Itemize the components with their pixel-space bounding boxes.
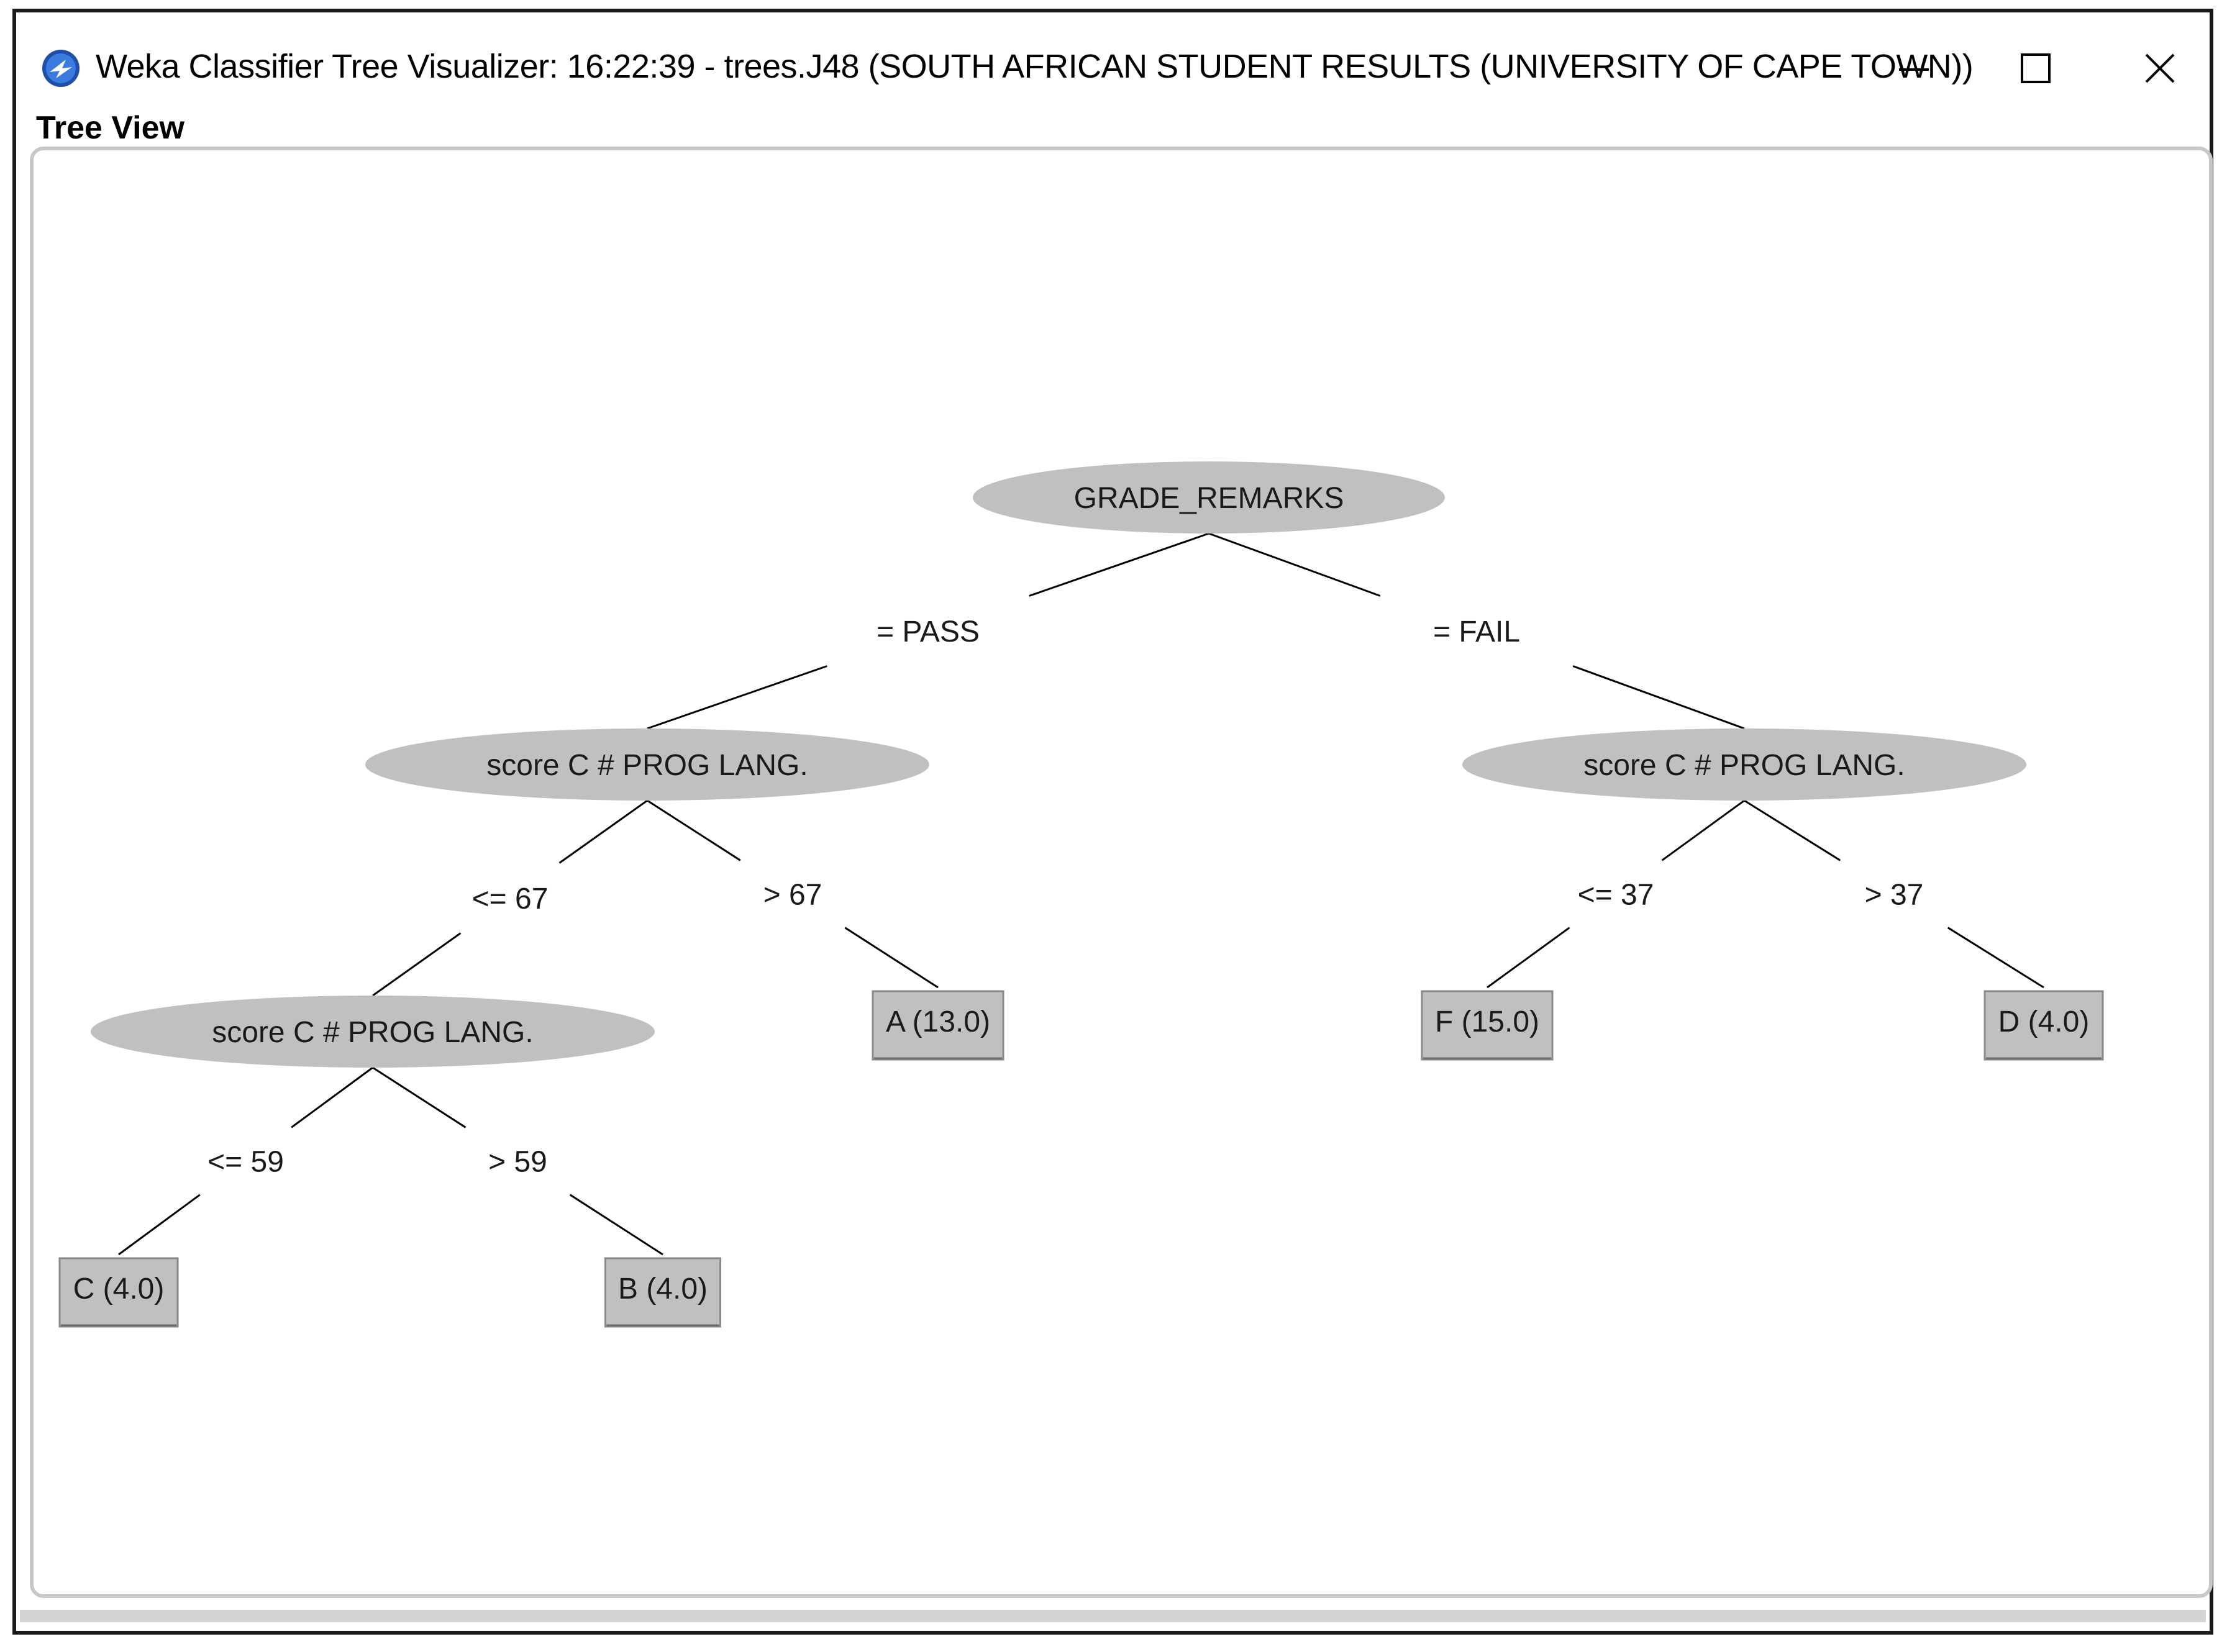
node-label: score C # PROG LANG.	[1583, 749, 1905, 782]
edge-fail-leaf_f: <= 37	[1487, 799, 1745, 989]
edge-label: <= 37	[1578, 879, 1654, 912]
leaf-box	[872, 990, 1004, 1061]
leaf-label: A (13.0)	[886, 1005, 990, 1038]
node-ellipse	[365, 728, 929, 801]
edge-line	[118, 1194, 201, 1256]
split-node-fail[interactable]: score C # PROG LANG.	[1462, 728, 2026, 801]
minimize-icon	[1899, 68, 1929, 71]
leaf-box	[1421, 990, 1554, 1061]
tree-view-panel[interactable]	[30, 147, 2213, 1598]
split-node-pass[interactable]: score C # PROG LANG.	[365, 728, 929, 801]
tree-visualizer-window: Weka Classifier Tree Visualizer: 16:22:3…	[12, 9, 2213, 1635]
maximize-button[interactable]	[2002, 37, 2070, 99]
edge-line	[1661, 799, 1745, 861]
decision-tree[interactable]: = PASS = FAIL <= 67 > 67 <= 37 > 37 <= 59 > 59 G…	[16, 12, 2210, 1631]
weka-app-icon	[42, 50, 80, 87]
edge-line	[1208, 532, 1381, 597]
edge-label: > 59	[488, 1146, 547, 1179]
leaf-label: C (4.0)	[73, 1273, 165, 1305]
edge-label: > 67	[763, 879, 822, 912]
edge-root-fail: = FAIL	[1208, 532, 1745, 730]
edge-fail-leaf_d: > 37	[1744, 799, 2044, 989]
edge-line	[569, 1194, 663, 1256]
edge-pass_le67-leaf_c: <= 59	[118, 1066, 373, 1256]
edge-line	[291, 1066, 373, 1128]
split-node-root[interactable]: GRADE_REMARKS	[973, 461, 1445, 533]
edge-line	[1572, 665, 1745, 730]
node-label: score C # PROG LANG.	[486, 749, 808, 782]
edge-pass_le67-leaf_b: > 59	[372, 1066, 663, 1256]
leaf-label: D (4.0)	[1998, 1005, 2090, 1038]
node-label: GRADE_REMARKS	[1074, 482, 1344, 515]
close-icon	[2145, 53, 2175, 83]
leaf-node-leaf-f[interactable]: F (15.0)	[1421, 990, 1554, 1061]
leaf-box	[58, 1257, 179, 1328]
window-title: Weka Classifier Tree Visualizer: 16:22:3…	[96, 48, 1974, 85]
split-node-pass-le67[interactable]: score C # PROG LANG.	[91, 996, 655, 1068]
edge-label: <= 67	[472, 883, 549, 915]
tree-view-label: Tree View	[36, 110, 184, 146]
leaf-node-leaf-c[interactable]: C (4.0)	[58, 1257, 179, 1328]
edge-line	[647, 799, 741, 861]
edge-line	[558, 799, 648, 864]
edge-line	[1744, 799, 1841, 861]
node-ellipse	[91, 996, 655, 1068]
edge-label: > 37	[1865, 879, 1924, 912]
leaf-box	[1983, 990, 2104, 1061]
leaf-node-leaf-d[interactable]: D (4.0)	[1983, 990, 2104, 1061]
bottom-edge	[20, 1610, 2206, 1622]
edge-line	[1947, 927, 2044, 989]
edge-label: <= 59	[207, 1146, 284, 1179]
maximize-icon	[2021, 53, 2051, 83]
leaf-label: B (4.0)	[618, 1273, 708, 1305]
edge-pass-pass_le67: <= 67	[372, 799, 648, 997]
edge-line	[372, 932, 462, 997]
leaf-box	[604, 1257, 721, 1328]
edge-label: = PASS	[877, 615, 980, 648]
leaf-node-leaf-b[interactable]: B (4.0)	[604, 1257, 721, 1328]
leaf-label: F (15.0)	[1435, 1005, 1539, 1038]
edge-line	[1029, 532, 1209, 597]
edge-line	[1487, 927, 1570, 989]
node-ellipse	[973, 461, 1445, 533]
node-label: score C # PROG LANG.	[212, 1016, 533, 1049]
minimize-button[interactable]	[1880, 37, 1948, 99]
leaf-node-leaf-a[interactable]: A (13.0)	[872, 990, 1004, 1061]
edge-line	[844, 927, 939, 989]
edge-label: = FAIL	[1433, 615, 1520, 648]
edge-root-pass: = PASS	[647, 532, 1209, 730]
edge-line	[647, 665, 827, 730]
node-ellipse	[1462, 728, 2026, 801]
close-button[interactable]	[2126, 37, 2194, 99]
edge-line	[372, 1066, 467, 1128]
title-bar[interactable]: Weka Classifier Tree Visualizer: 16:22:3…	[16, 12, 2210, 99]
edge-pass-leaf_a: > 67	[647, 799, 939, 989]
